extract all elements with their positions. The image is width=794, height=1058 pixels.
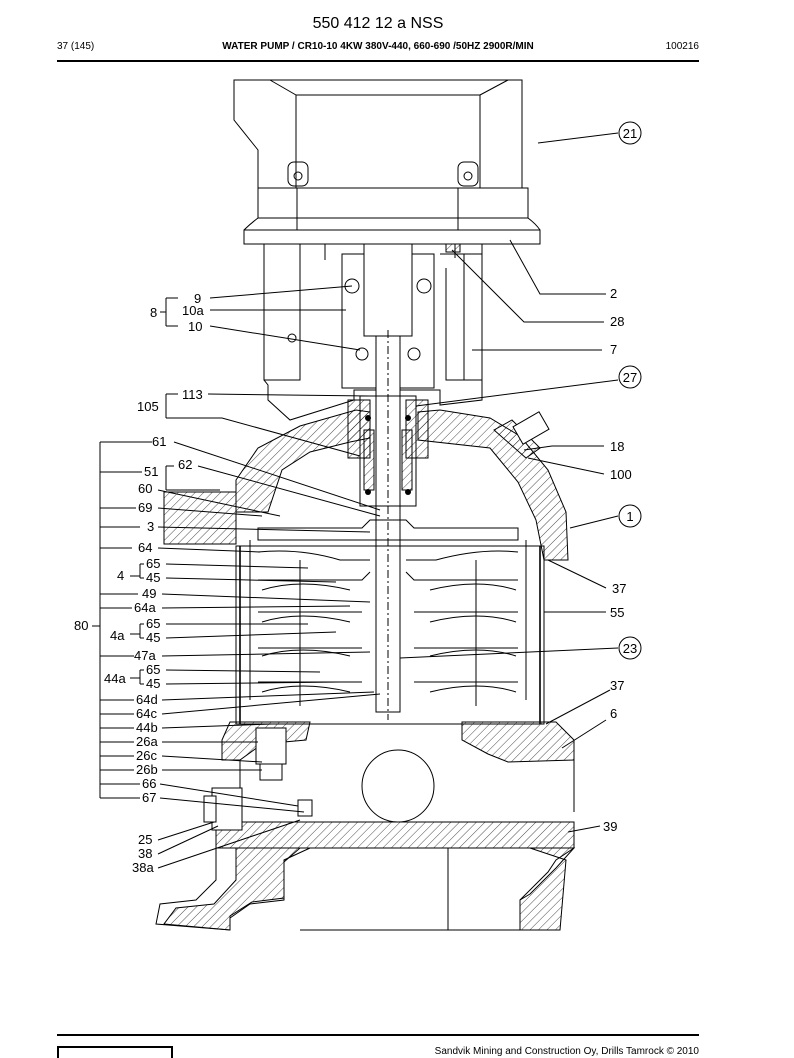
part-label-67: 67 (142, 790, 156, 805)
coupling-guard (263, 243, 483, 421)
part-label-49: 49 (142, 586, 156, 601)
part-label-64d: 64d (136, 692, 158, 707)
part-label-38: 38 (138, 846, 152, 861)
document-code: 100216 (665, 41, 699, 52)
part-label-4a: 4a (110, 628, 125, 643)
pump-head (163, 399, 569, 561)
part-label-65b: 65 (146, 616, 160, 631)
part-label-65c: 65 (146, 662, 160, 677)
svg-text:27: 27 (623, 370, 637, 385)
part-label-6: 6 (610, 706, 617, 721)
pump-base (155, 721, 576, 931)
page-title: WATER PUMP / CR10-10 4KW 380V-440, 660-6… (222, 41, 534, 52)
leader-lines (92, 132, 619, 869)
part-label-10a: 10a (182, 303, 204, 318)
part-label-55: 55 (610, 605, 624, 620)
part-label-51: 51 (144, 464, 158, 479)
callout-1: 1 (618, 504, 642, 528)
part-label-4: 4 (117, 568, 124, 583)
part-label-37b: 37 (610, 678, 624, 693)
part-label-18: 18 (610, 439, 624, 454)
part-label-64c: 64c (136, 706, 157, 721)
part-label-25: 25 (138, 832, 152, 847)
part-label-26b: 26b (136, 762, 158, 777)
svg-text:1: 1 (626, 509, 633, 524)
part-label-60: 60 (138, 481, 152, 496)
part-label-39: 39 (603, 819, 617, 834)
callout-21: 21 (618, 121, 642, 145)
part-label-65: 65 (146, 556, 160, 571)
part-label-26a: 26a (136, 734, 158, 749)
document-number: 550 412 12 a NSS (312, 15, 444, 32)
part-label-105: 105 (137, 399, 159, 414)
impeller-stack (249, 519, 527, 706)
part-label-8: 8 (150, 305, 157, 320)
shaft-seal (359, 395, 417, 507)
part-label-66: 66 (142, 776, 156, 791)
part-label-3: 3 (147, 519, 154, 534)
part-label-28: 28 (610, 314, 624, 329)
svg-text:23: 23 (623, 641, 637, 656)
callout-23: 23 (618, 636, 642, 660)
part-label-61: 61 (152, 434, 166, 449)
part-label-2: 2 (610, 286, 617, 301)
part-label-100: 100 (610, 467, 632, 482)
part-label-80: 80 (74, 618, 88, 633)
part-label-44b: 44b (136, 720, 158, 735)
header-rule (57, 60, 699, 62)
part-label-62: 62 (178, 457, 192, 472)
part-label-9: 9 (194, 291, 201, 306)
part-label-10: 10 (188, 319, 202, 334)
footer-rule (57, 1034, 699, 1036)
part-label-45: 45 (146, 570, 160, 585)
part-label-38a: 38a (132, 860, 154, 875)
part-label-113: 113 (182, 387, 203, 402)
part-label-64a: 64a (134, 600, 156, 615)
page-number: 37 (145) (57, 41, 95, 52)
part-label-26c: 26c (136, 748, 157, 763)
part-label-69: 69 (138, 500, 152, 515)
company-logo (57, 1046, 173, 1058)
part-label-45b: 45 (146, 630, 160, 645)
footer-copyright: Sandvik Mining and Construction Oy, Dril… (434, 1046, 699, 1057)
part-label-64: 64 (138, 540, 152, 555)
svg-text:21: 21 (623, 126, 637, 141)
part-label-7: 7 (610, 342, 617, 357)
part-label-47a: 47a (134, 648, 156, 663)
callout-27: 27 (618, 365, 642, 389)
part-label-44a: 44a (104, 671, 126, 686)
pump-shaft (375, 330, 401, 720)
part-label-45c: 45 (146, 676, 160, 691)
part-label-37: 37 (612, 581, 626, 596)
